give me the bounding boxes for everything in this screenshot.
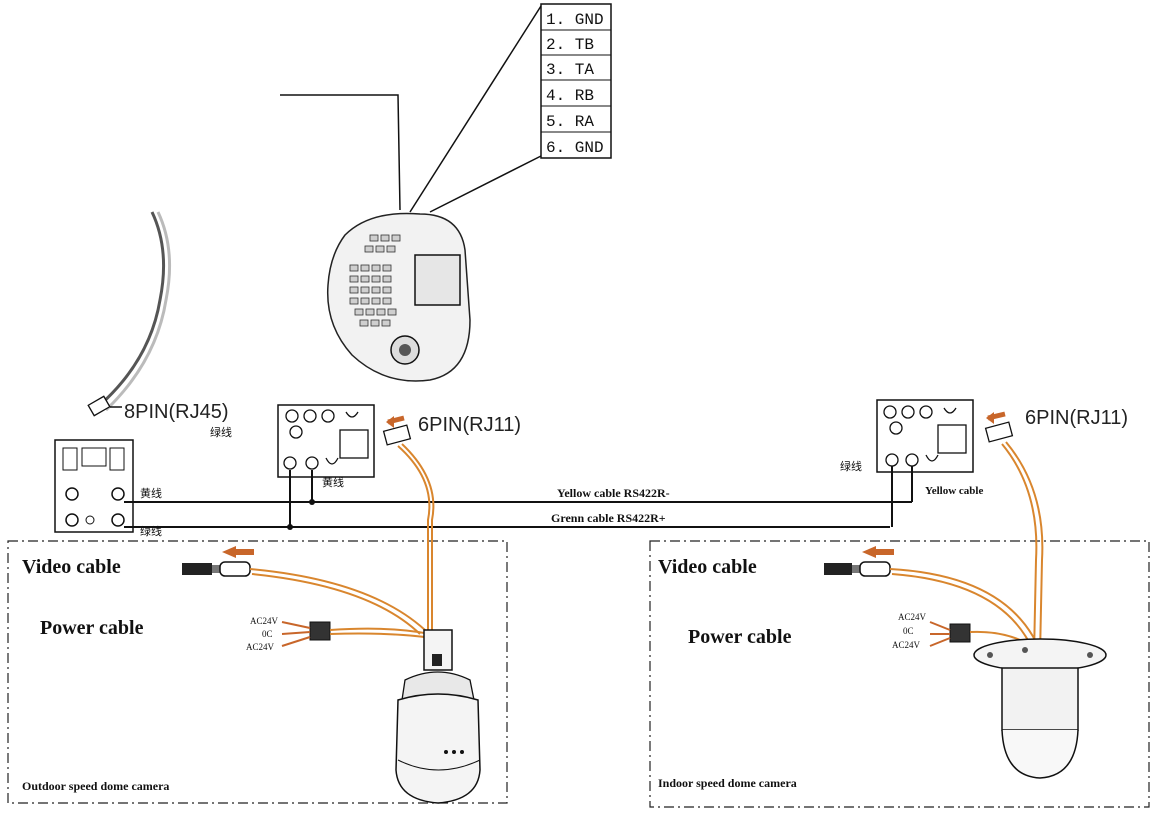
indoor-video-label: Video cable — [658, 556, 757, 578]
junction-block — [54, 439, 134, 533]
rj11-right-label: 6PIN(RJ11) — [1025, 407, 1128, 429]
rj11-right-connector — [984, 411, 1014, 443]
indoor-video-connector — [824, 546, 894, 577]
outdoor-dome-camera — [395, 629, 481, 804]
indoor-frame — [649, 540, 1150, 808]
box-right-green-label: 绿线 — [840, 459, 862, 473]
rj45-plug — [87, 395, 111, 417]
yellow-cable-right-label: Yellow cable — [925, 485, 983, 497]
indoor-dome-camera — [973, 638, 1107, 779]
indoor-orange-cables — [889, 441, 1044, 656]
rj11-left-connector — [382, 415, 412, 446]
outdoor-orange-cables — [249, 443, 435, 639]
pin-1: 1. GND — [546, 11, 604, 29]
keypad — [349, 234, 401, 327]
pin-5: 5. RA — [546, 113, 594, 131]
rj45-cable — [87, 211, 172, 417]
indoor-camera-label: Indoor speed dome camera — [658, 776, 797, 790]
outdoor-video-connector — [182, 546, 254, 577]
decoder-box-left — [277, 404, 375, 478]
pin-4: 4. RB — [546, 87, 594, 105]
decoder-box-right — [876, 399, 974, 473]
indoor-power-connector — [929, 621, 971, 647]
outdoor-power-connector — [281, 621, 331, 647]
rj11-left-label: 6PIN(RJ11) — [418, 414, 521, 436]
outdoor-video-label: Video cable — [22, 556, 121, 578]
indoor-power-label: Power cable — [688, 626, 792, 648]
indoor-terminal-3: AC24V — [892, 640, 921, 650]
pin-list: 1. GND 2. TB 3. TA 4. RB 5. RA 6. GND — [540, 3, 612, 159]
outdoor-terminal-3: AC24V — [246, 642, 275, 652]
indoor-terminal-1: AC24V — [898, 612, 927, 622]
junction-yellow-label: 黄线 — [140, 486, 162, 500]
box-left-green-label: 绿线 — [210, 425, 232, 439]
outdoor-terminal-1: AC24V — [250, 616, 279, 626]
callout-lines — [280, 5, 542, 213]
outdoor-terminal-2: 0C — [262, 629, 273, 639]
control-keyboard — [326, 212, 471, 382]
box-left-yellow-label: 黄线 — [322, 475, 344, 489]
keyboard-screen — [414, 254, 461, 306]
green-cable-label: Grenn cable RS422R+ — [551, 511, 666, 525]
pin-6: 6. GND — [546, 139, 604, 157]
outdoor-frame — [7, 540, 508, 804]
pin-2: 2. TB — [546, 36, 594, 54]
indoor-terminal-2: 0C — [903, 626, 914, 636]
outdoor-power-label: Power cable — [40, 617, 144, 639]
rs422-cables — [124, 466, 913, 528]
rj45-label: 8PIN(RJ45) — [124, 401, 228, 423]
outdoor-camera-label: Outdoor speed dome camera — [22, 779, 169, 793]
yellow-cable-label: Yellow cable RS422R- — [557, 486, 670, 500]
pin-3: 3. TA — [546, 61, 594, 79]
